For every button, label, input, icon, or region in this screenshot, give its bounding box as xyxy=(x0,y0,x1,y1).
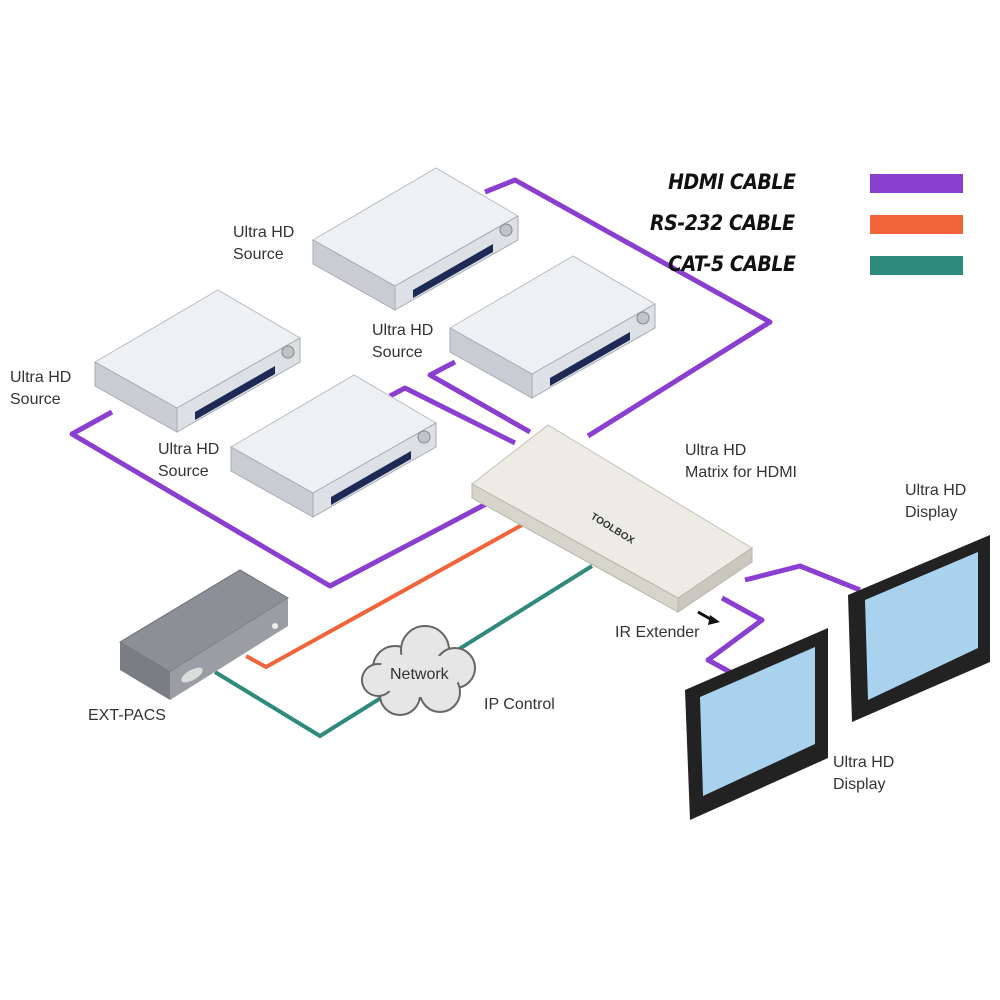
hdmi-cable-display-2 xyxy=(705,595,765,675)
ultra-hd-display-2 xyxy=(685,628,828,820)
hdmi-cable-display-1 xyxy=(744,563,861,593)
ultra-hd-source-b xyxy=(449,255,656,399)
ext-pacs-label: EXT-PACS xyxy=(88,707,166,724)
ultra-hd-source-d xyxy=(230,374,437,518)
legend-cat5-label: CAT-5 CABLE xyxy=(667,252,796,276)
legend-rs232-label: RS-232 CABLE xyxy=(650,211,795,235)
legend-hdmi-label: HDMI CABLE xyxy=(667,170,796,194)
legend-hdmi-swatch xyxy=(870,174,963,193)
ir-extender-label: IR Extender xyxy=(615,624,700,641)
ultra-hd-display-1 xyxy=(848,535,990,722)
ip-control-label: IP Control xyxy=(484,696,555,713)
hdmi-cable-source-a xyxy=(484,177,773,439)
rs232-cable xyxy=(245,523,523,670)
legend-cat5-swatch xyxy=(870,256,963,275)
ir-arrow-icon xyxy=(708,615,720,625)
matrix-switcher: TOOLBOX xyxy=(471,424,753,625)
hdmi-cable-source-d xyxy=(388,385,517,446)
cat5-cable xyxy=(213,564,594,739)
network-label: Network xyxy=(390,666,449,683)
ultra-hd-source-c xyxy=(94,289,301,433)
hdmi-cable-source-c xyxy=(69,409,490,589)
hdmi-cable-source-b xyxy=(427,359,532,435)
ext-pacs-device xyxy=(119,569,289,700)
legend-rs232-swatch xyxy=(870,215,963,234)
